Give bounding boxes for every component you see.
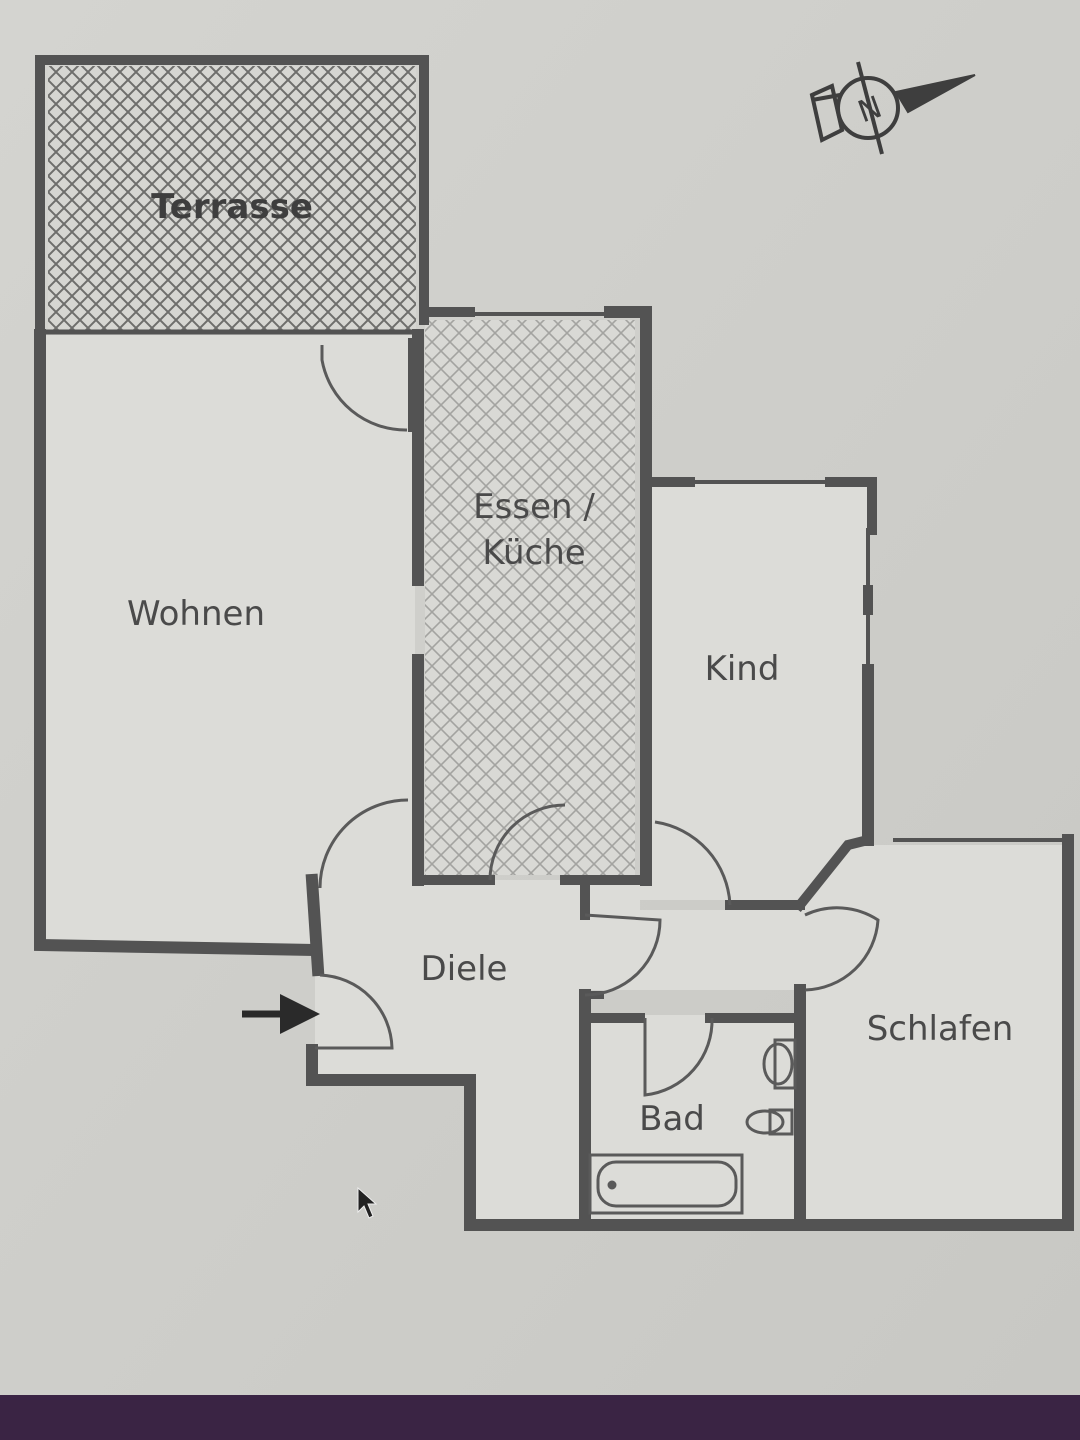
bathtub [588,1153,744,1215]
room-label-schlafen: Schlafen [867,1009,1014,1049]
sink [762,1038,797,1090]
terrace-area [48,66,416,332]
room-label-bad: Bad [639,1099,705,1139]
room-label-diele: Diele [421,949,508,989]
toilet [745,1108,794,1136]
room-label-terrasse: Terrasse [151,187,313,227]
screen-bottom-edge [0,1395,1080,1440]
mouse-cursor-icon [357,1186,378,1219]
floor-areas [40,335,1070,1225]
room-label-essen: Essen / [473,487,595,527]
room-label-kind: Kind [705,649,780,689]
room-label-kueche: Küche [482,533,585,573]
walls [34,55,1074,1231]
room-label-wohnen: Wohnen [127,594,265,634]
entrance-arrow-icon [242,994,320,1034]
door-swings [315,345,880,1097]
kitchen-area [425,320,635,875]
